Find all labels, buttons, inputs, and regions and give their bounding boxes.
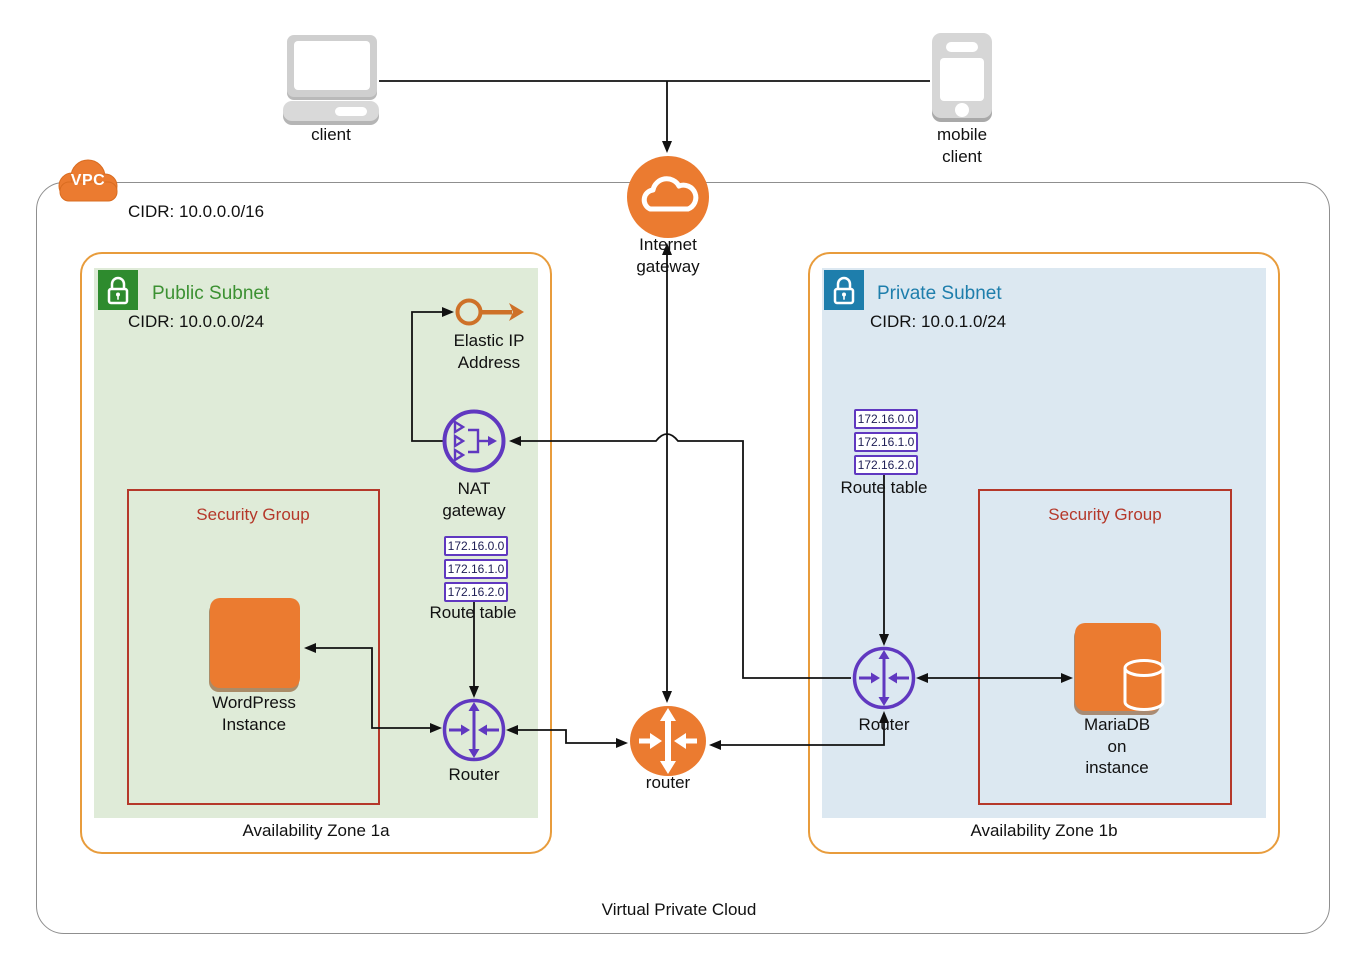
mobile-phone-icon	[932, 33, 992, 118]
public-subnet-cidr: CIDR: 10.0.0.0/24	[128, 312, 265, 331]
cloud-glyph	[641, 176, 699, 212]
laptop-screen	[294, 41, 370, 90]
route-entry: 172.16.2.0	[444, 582, 508, 602]
private-route-table-label: Route table	[840, 478, 928, 497]
phone-speaker	[946, 42, 978, 52]
phone-screen	[940, 58, 984, 101]
public-security-group-title: Security Group	[196, 505, 310, 524]
arrowhead	[662, 141, 672, 153]
vpc-title: Virtual Private Cloud	[601, 900, 757, 919]
database-cylinder-icon	[1123, 659, 1165, 711]
public-route-table-label: Route table	[429, 603, 517, 622]
laptop-base	[283, 101, 379, 121]
public-router-icon	[442, 698, 506, 762]
private-security-group-title: Security Group	[1048, 505, 1162, 524]
availability-zone-1b-label: Availability Zone 1b	[970, 821, 1118, 840]
availability-zone-1a-label: Availability Zone 1a	[242, 821, 390, 840]
route-entry: 172.16.2.0	[854, 455, 918, 475]
wordpress-instance-icon	[210, 598, 300, 688]
private-subnet-title: Private Subnet	[877, 283, 1002, 304]
elastic-ip-label: Elastic IP Address	[453, 331, 525, 372]
edge-clients-internet-gateway	[662, 81, 672, 153]
route-entry: 172.16.1.0	[854, 432, 918, 452]
route-entry: 172.16.0.0	[854, 409, 918, 429]
public-route-table: 172.16.0.0 172.16.1.0 172.16.2.0	[444, 536, 508, 605]
private-route-table: 172.16.0.0 172.16.1.0 172.16.2.0	[854, 409, 918, 478]
public-router-label: Router	[448, 765, 500, 784]
nat-gateway-icon	[442, 409, 506, 473]
private-security-group-box	[978, 489, 1232, 805]
route-entry: 172.16.0.0	[444, 536, 508, 556]
vpc-cloud-icon	[58, 159, 118, 202]
mariadb-instance-label: MariaDB on instance	[1083, 715, 1151, 778]
public-subnet-title: Public Subnet	[152, 283, 270, 304]
wordpress-instance-label: WordPress Instance	[212, 693, 296, 734]
route-entry: 172.16.1.0	[444, 559, 508, 579]
private-router-label: Router	[858, 715, 910, 734]
private-router-icon	[852, 646, 916, 710]
vpc-badge-label: VPC	[70, 172, 106, 189]
internet-gateway-icon	[627, 156, 709, 238]
private-subnet-fill	[822, 268, 1266, 818]
mobile-client-label: mobile client	[936, 125, 988, 166]
private-subnet-lock-icon	[824, 270, 864, 310]
phone-home-button	[955, 103, 969, 117]
nat-gateway-label: NAT gateway	[442, 479, 506, 520]
elastic-ip-icon	[455, 298, 524, 326]
public-security-group-box	[127, 489, 380, 805]
internet-gateway-label: Internet gateway	[636, 235, 700, 276]
private-subnet-cidr: CIDR: 10.0.1.0/24	[870, 312, 1007, 331]
public-subnet-lock-icon	[98, 270, 138, 310]
laptop-slot	[335, 107, 367, 116]
laptop-icon	[287, 35, 377, 97]
vpc-cidr-label: CIDR: 10.0.0.0/16	[128, 202, 265, 221]
client-label: client	[311, 125, 351, 144]
main-router-icon	[630, 706, 706, 776]
main-router-label: router	[645, 773, 691, 792]
